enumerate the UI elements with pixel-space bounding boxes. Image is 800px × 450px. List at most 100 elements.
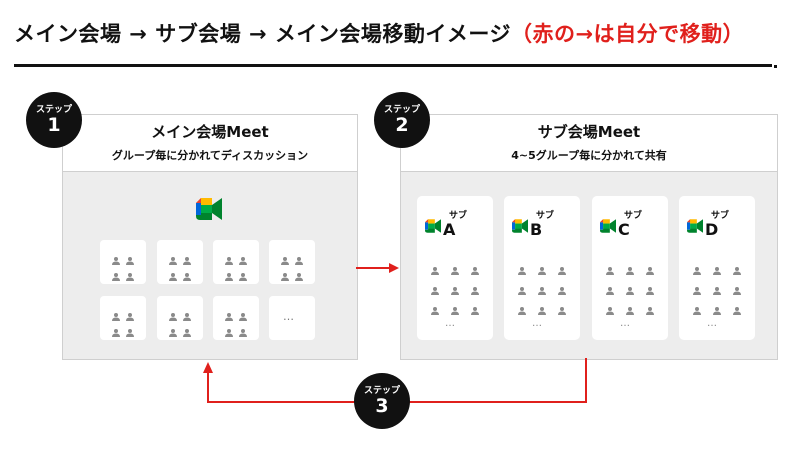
person-icon xyxy=(112,250,120,265)
step-3-number: 3 xyxy=(375,395,389,417)
person-icon xyxy=(112,322,120,337)
title-main: メイン会場 → サブ会場 → メイン会場移動イメージ xyxy=(14,22,512,46)
person-icon xyxy=(646,260,654,275)
group-tile xyxy=(157,296,203,340)
sub-room-letter: D xyxy=(705,220,719,239)
person-icon xyxy=(606,280,614,295)
person-icon xyxy=(626,280,634,295)
person-icon xyxy=(538,260,546,275)
sub-room-card-b: サブ B … xyxy=(504,196,580,340)
group-tile xyxy=(100,296,146,340)
person-icon xyxy=(558,260,566,275)
person-icon xyxy=(169,322,177,337)
person-icon xyxy=(239,250,247,265)
person-icon xyxy=(431,280,439,295)
person-icon xyxy=(558,280,566,295)
person-icon xyxy=(281,266,289,281)
google-meet-icon xyxy=(687,218,703,237)
title-note: （赤の→は自分で移動） xyxy=(511,22,745,46)
arrow-main-to-sub xyxy=(356,263,399,273)
person-icon xyxy=(471,280,479,295)
person-icon xyxy=(169,266,177,281)
person-icon xyxy=(239,306,247,321)
person-icon xyxy=(606,260,614,275)
sub-room-label: サブ xyxy=(711,211,730,221)
step-2-label: ステップ xyxy=(383,105,420,115)
person-icon xyxy=(239,266,247,281)
person-icon xyxy=(646,280,654,295)
group-tile xyxy=(100,240,146,284)
step-2-badge: ステップ 2 xyxy=(374,92,430,148)
person-icon xyxy=(126,306,134,321)
person-icon xyxy=(693,280,701,295)
person-icon xyxy=(626,300,634,315)
sub-room-more: … xyxy=(445,318,456,329)
sub-venue-header: サブ会場Meet 4~5グループ毎に分かれて共有 xyxy=(401,115,777,172)
person-icon xyxy=(239,322,247,337)
sub-room-label: サブ xyxy=(536,211,555,221)
sub-room-card-d: サブ D … xyxy=(679,196,755,340)
person-icon xyxy=(518,280,526,295)
step-1-number: 1 xyxy=(47,114,61,136)
person-icon xyxy=(646,300,654,315)
person-icon xyxy=(126,322,134,337)
person-icon xyxy=(733,260,741,275)
step-1-badge: ステップ 1 xyxy=(26,92,82,148)
person-icon xyxy=(693,260,701,275)
group-tile xyxy=(157,240,203,284)
person-icon xyxy=(225,250,233,265)
person-icon xyxy=(281,250,289,265)
person-icon xyxy=(518,260,526,275)
google-meet-icon xyxy=(600,218,616,237)
person-icon xyxy=(126,266,134,281)
person-icon xyxy=(169,250,177,265)
person-icon xyxy=(471,260,479,275)
google-meet-icon xyxy=(425,218,441,237)
person-icon xyxy=(183,306,191,321)
person-icon xyxy=(713,300,721,315)
person-icon xyxy=(733,280,741,295)
step-3-badge: ステップ 3 xyxy=(354,373,410,429)
sub-venue-subtitle: 4~5グループ毎に分かれて共有 xyxy=(511,149,667,162)
person-icon xyxy=(538,300,546,315)
person-icon xyxy=(225,306,233,321)
title-underline xyxy=(14,64,772,67)
main-venue-subtitle: グループ毎に分かれてディスカッション xyxy=(111,149,309,162)
person-icon xyxy=(606,300,614,315)
title-underline-dot xyxy=(774,65,777,68)
person-icon xyxy=(518,300,526,315)
main-venue-title: メイン会場Meet xyxy=(151,123,269,141)
google-meet-icon xyxy=(196,198,222,220)
google-meet-icon xyxy=(512,218,528,237)
more-groups-tile: … xyxy=(269,296,315,340)
sub-room-more: … xyxy=(532,318,543,329)
person-icon xyxy=(183,250,191,265)
more-groups-ellipsis: … xyxy=(283,310,295,323)
step-1-label: ステップ xyxy=(35,105,72,115)
person-icon xyxy=(538,280,546,295)
person-icon xyxy=(295,250,303,265)
person-icon xyxy=(431,260,439,275)
person-icon xyxy=(451,260,459,275)
main-venue-header: メイン会場Meet グループ毎に分かれてディスカッション xyxy=(63,115,357,172)
person-icon xyxy=(112,266,120,281)
sub-room-letter: C xyxy=(618,220,630,239)
sub-room-label: サブ xyxy=(624,211,643,221)
person-icon xyxy=(295,266,303,281)
person-icon xyxy=(713,280,721,295)
person-icon xyxy=(558,300,566,315)
person-icon xyxy=(733,300,741,315)
sub-room-more: … xyxy=(707,318,718,329)
person-icon xyxy=(713,260,721,275)
sub-room-label: サブ xyxy=(449,211,468,221)
person-icon xyxy=(431,300,439,315)
group-tile xyxy=(269,240,315,284)
sub-room-letter: A xyxy=(443,220,456,239)
person-icon xyxy=(225,266,233,281)
person-icon xyxy=(183,266,191,281)
sub-room-more: … xyxy=(620,318,631,329)
group-tile xyxy=(213,240,259,284)
person-icon xyxy=(225,322,233,337)
sub-room-card-a: サブ A … xyxy=(417,196,493,340)
person-icon xyxy=(451,300,459,315)
